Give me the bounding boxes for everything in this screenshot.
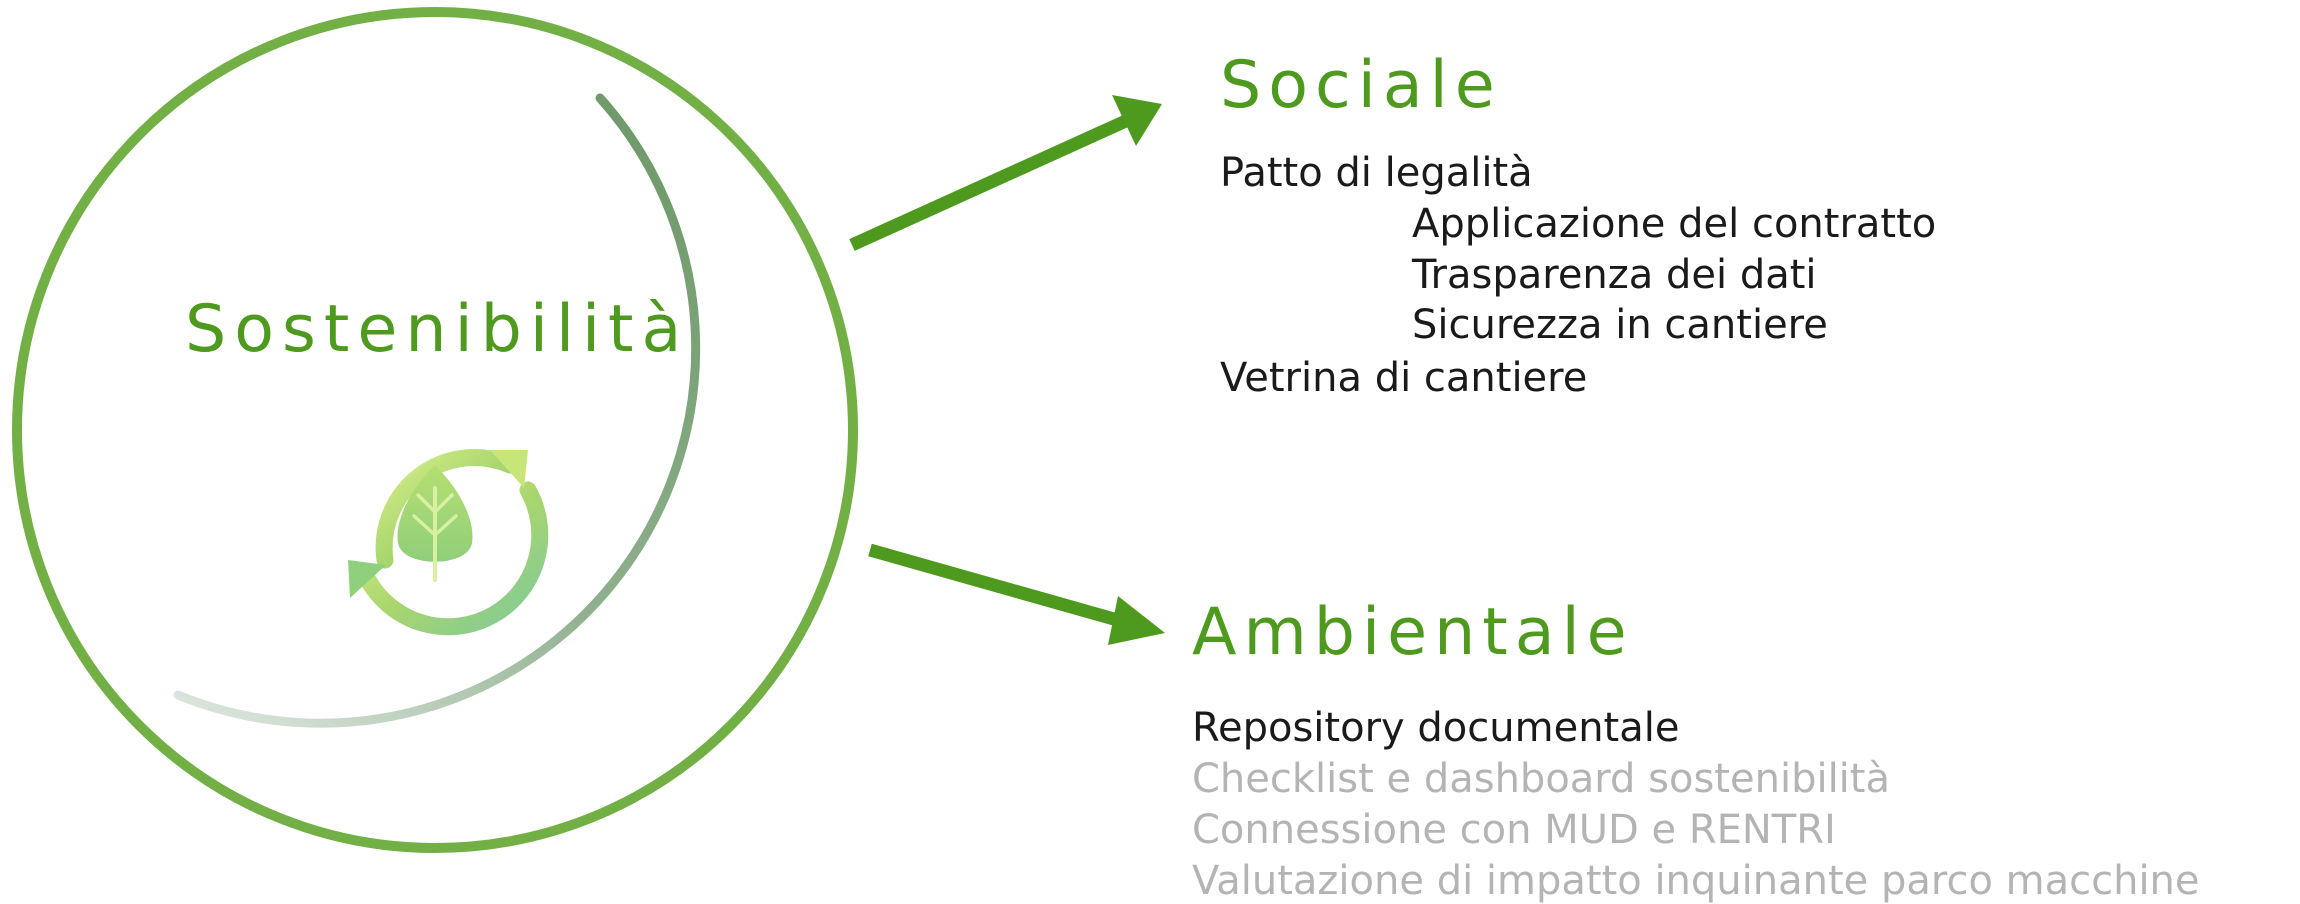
arrow-to-sociale bbox=[849, 95, 1162, 251]
ambientale-item: Valutazione di impatto inquinante parco … bbox=[1192, 858, 2200, 904]
ambientale-title: Ambientale bbox=[1192, 595, 1634, 670]
hub-title: Sostenibilità bbox=[185, 292, 690, 367]
inner-arc bbox=[173, 93, 701, 728]
sociale-item: Trasparenza dei dati bbox=[1412, 252, 1817, 298]
sociale-item: Applicazione del contratto bbox=[1412, 201, 1937, 247]
ambientale-item: Connessione con MUD e RENTRI bbox=[1192, 807, 1836, 853]
ambientale-item: Checklist e dashboard sostenibilità bbox=[1192, 756, 1890, 802]
sociale-item: Vetrina di cantiere bbox=[1220, 355, 1588, 401]
sociale-title: Sociale bbox=[1220, 48, 1502, 123]
outer-circle bbox=[12, 7, 858, 853]
sociale-item: Patto di legalità bbox=[1220, 150, 1533, 196]
leaf-recycle-icon bbox=[348, 449, 549, 636]
sociale-item: Sicurezza in cantiere bbox=[1412, 302, 1828, 348]
arrow-to-ambientale bbox=[868, 543, 1165, 645]
ambientale-item: Repository documentale bbox=[1192, 705, 1680, 751]
